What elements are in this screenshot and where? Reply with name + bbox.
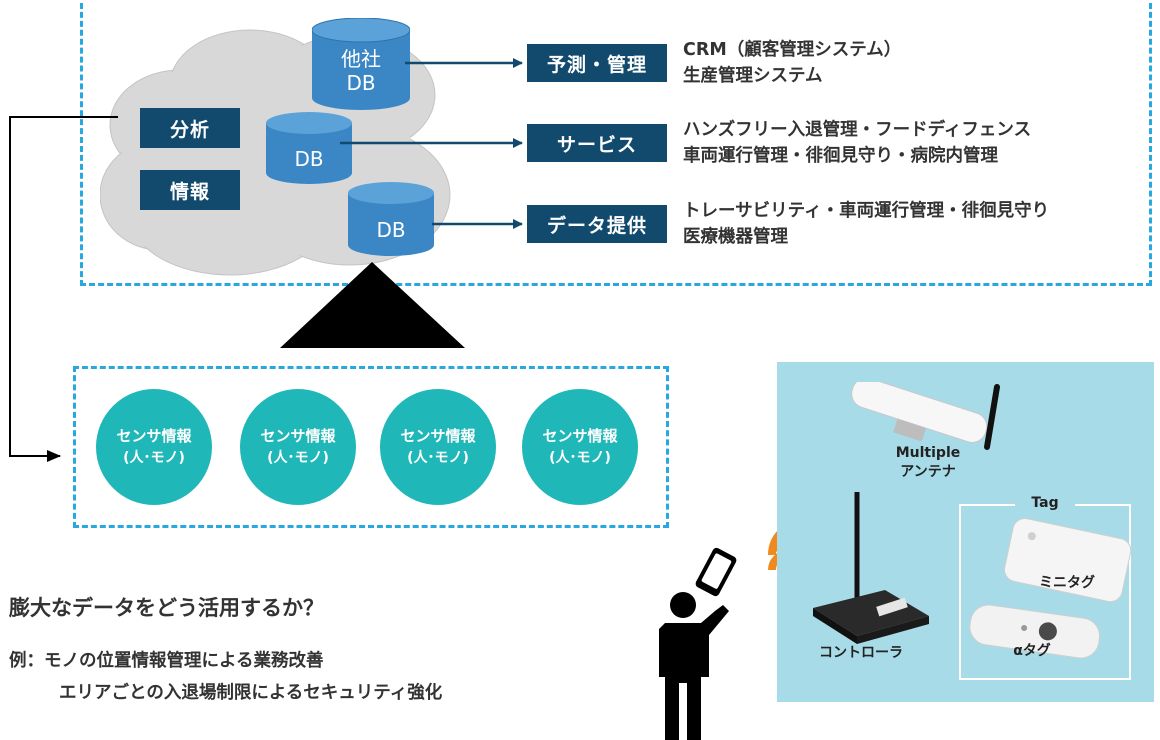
output-text-prediction: CRM（顧客管理システム） 生産管理システム [683, 37, 901, 89]
sensor-sublabel: (人･モノ) [267, 450, 329, 466]
hardware-panel: Multiple アンテナ コントローラ Tag ミニタグ αタグ [777, 362, 1154, 702]
controller-label: コントローラ [819, 645, 903, 661]
db-label-line1: 他社 [341, 47, 381, 71]
sensor-label: センサ情報 [542, 427, 618, 445]
db-label: DB [294, 147, 324, 171]
feedback-arrow [9, 116, 118, 462]
sensor-box [73, 366, 669, 528]
example-line-1: 例：モノの位置情報管理による業務改善 [9, 651, 324, 671]
example-line-2: エリアごとの入退場制限によるセキュリティ強化 [59, 683, 443, 703]
antenna-label: Multiple アンテナ [873, 444, 983, 482]
sensor-circle-3: センサ情報 (人･モノ) [380, 389, 496, 505]
tag-box-title: Tag [1015, 494, 1075, 513]
category-service: サービス [527, 124, 667, 162]
output-line: トレーサビリティ・車両運行管理・徘徊見守り [683, 201, 1050, 221]
sensor-circle-4: センサ情報 (人･モノ) [522, 389, 638, 505]
alpha-tag-device [969, 604, 1101, 659]
output-line: 医療機器管理 [683, 227, 788, 247]
database-lower: DB [348, 182, 434, 256]
cylinder-icon [348, 182, 434, 256]
sensor-circle-1: センサ情報 (人･モノ) [96, 389, 212, 505]
question-heading: 膨大なデータをどう活用するか？ [9, 596, 324, 620]
sensor-sublabel: (人･モノ) [407, 450, 469, 466]
db-label: DB [376, 218, 406, 242]
category-data-provision: データ提供 [527, 205, 667, 243]
analysis-label: 分析 [140, 108, 240, 148]
multiple-antenna-device [851, 382, 1000, 450]
sensor-label: センサ情報 [400, 427, 476, 445]
analysis-system-box [80, 0, 1152, 286]
sensor-label: センサ情報 [260, 427, 336, 445]
output-text-service: ハンズフリー入退管理・フードディフェンス 車両運行管理・徘徊見守り・病院内管理 [683, 117, 1031, 169]
sensor-circle-2: センサ情報 (人･モノ) [240, 389, 356, 505]
sensor-sublabel: (人･モノ) [123, 450, 185, 466]
category-prediction-management: 予測・管理 [527, 44, 667, 82]
mini-tag-label: ミニタグ [1039, 575, 1095, 591]
output-line: CRM（顧客管理システム） [683, 40, 902, 60]
cylinder-icon [266, 112, 352, 184]
controller-device [813, 492, 929, 644]
sensor-label: センサ情報 [116, 427, 192, 445]
database-middle: DB [266, 112, 352, 184]
upward-triangle [280, 262, 465, 348]
mini-tag-device [1004, 518, 1132, 603]
db-label-line2: DB [346, 71, 376, 95]
sensor-sublabel: (人･モノ) [549, 450, 611, 466]
output-line: 生産管理システム [683, 66, 823, 86]
information-label: 情報 [140, 170, 240, 210]
antenna-label-line2: アンテナ [900, 464, 956, 480]
output-line: 車両運行管理・徘徊見守り・病院内管理 [683, 146, 998, 166]
output-text-data-provision: トレーサビリティ・車両運行管理・徘徊見守り 医療機器管理 [683, 198, 1049, 250]
alpha-tag-label: αタグ [1013, 643, 1051, 659]
person-with-tablet-icon [659, 547, 737, 740]
antenna-label-line1: Multiple [895, 445, 961, 461]
output-line: ハンズフリー入退管理・フードディフェンス [683, 120, 1032, 140]
